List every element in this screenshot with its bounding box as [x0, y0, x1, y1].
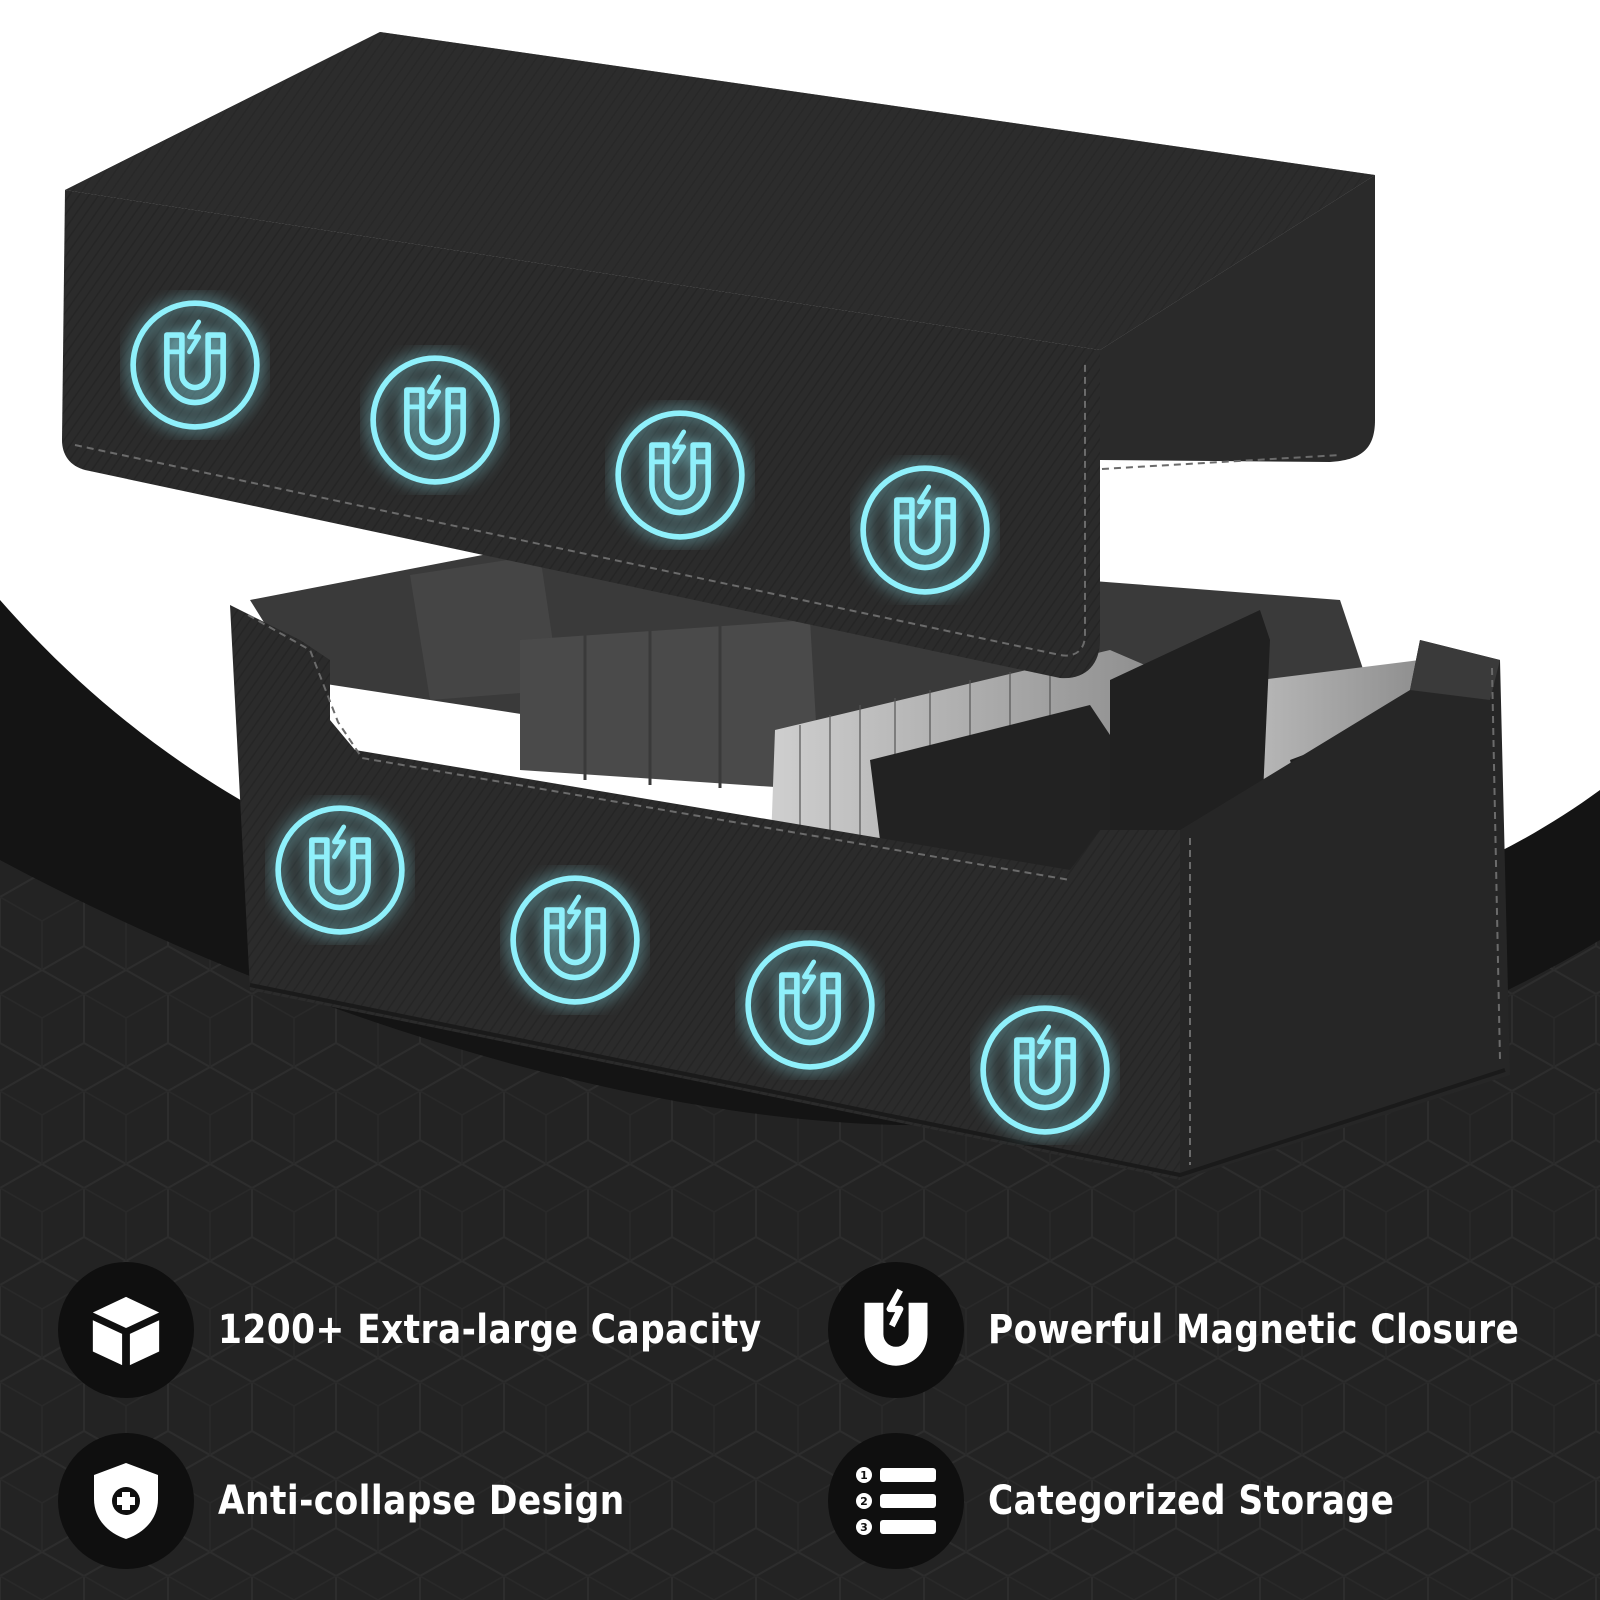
box-icon [58, 1262, 194, 1398]
feature-magnetic-closure: Powerful Magnetic Closure [828, 1262, 1600, 1398]
numbered-list-icon: 1 2 3 [828, 1433, 964, 1569]
feature-label: Anti-collapse Design [218, 1478, 625, 1524]
shield-plus-icon [58, 1433, 194, 1569]
feature-label: 1200+ Extra-large Capacity [218, 1307, 762, 1353]
svg-text:3: 3 [860, 1521, 868, 1534]
svg-text:2: 2 [860, 1495, 868, 1508]
box-lid-side [1100, 175, 1375, 462]
feature-label: Powerful Magnetic Closure [988, 1307, 1520, 1353]
box-lid-front [62, 190, 1100, 679]
magnet-icon [828, 1262, 964, 1398]
svg-text:1: 1 [860, 1469, 868, 1482]
feature-categorized-storage: 1 2 3 Categorized Storage [828, 1433, 1461, 1569]
feature-label: Categorized Storage [988, 1478, 1395, 1524]
box-front [230, 605, 1180, 1180]
feature-capacity: 1200+ Extra-large Capacity [58, 1262, 850, 1398]
feature-list: 1200+ Extra-large Capacity Powerful Magn… [0, 1200, 1600, 1600]
feature-anti-collapse: Anti-collapse Design [58, 1433, 691, 1569]
